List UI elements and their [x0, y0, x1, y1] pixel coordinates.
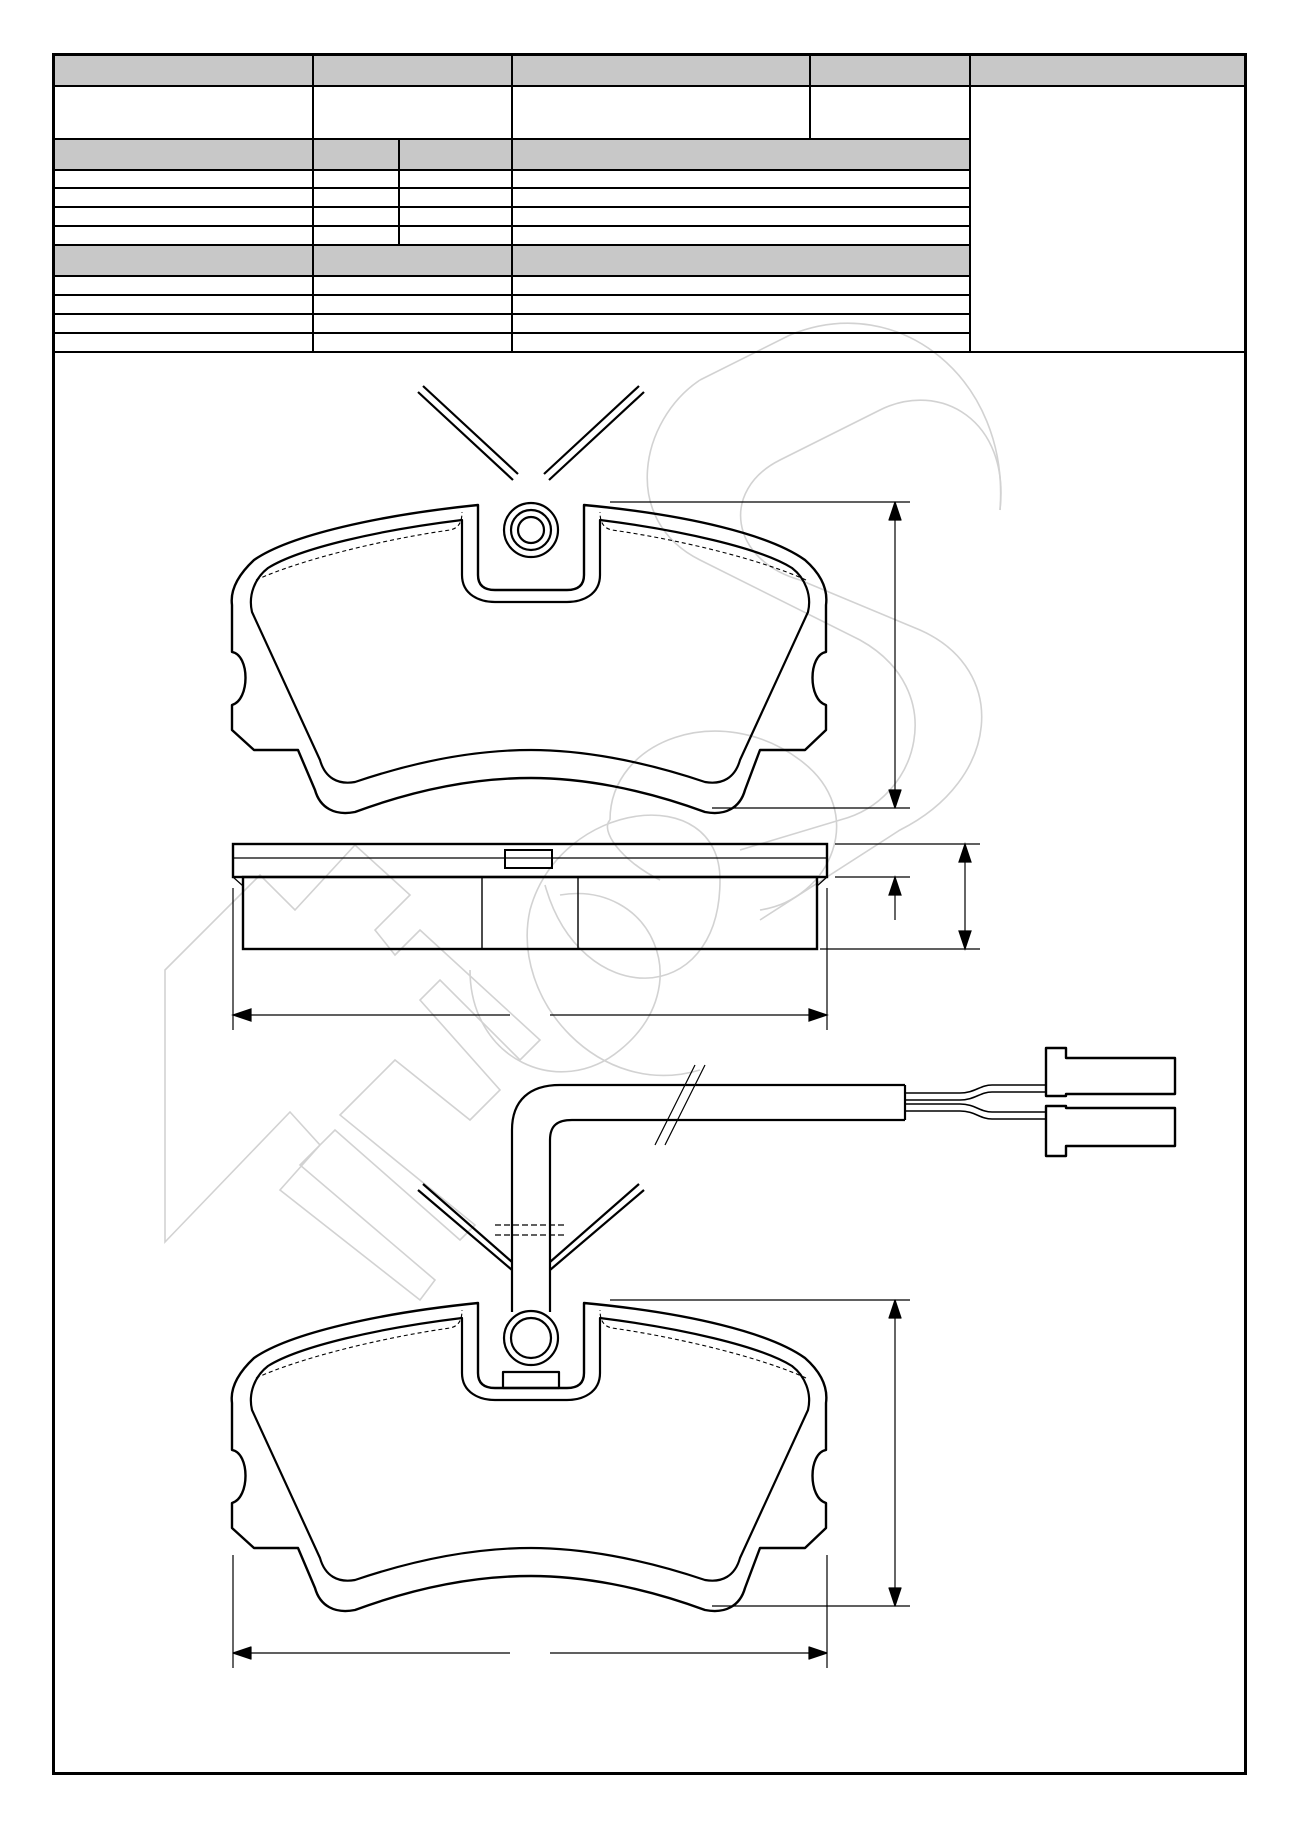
- front-view: [230, 385, 910, 815]
- sensor-connector: [1044, 1046, 1177, 1158]
- hidden-line-right-sensor: [599, 1309, 807, 1379]
- friction-lining-side: [241, 875, 819, 951]
- width-dimension-top: [231, 888, 829, 1030]
- sensor-wire: [495, 1064, 1046, 1312]
- watermark-logo: [164, 322, 1002, 1302]
- sensor-body: [501, 1370, 561, 1390]
- friction-lining-outline-sensor: [249, 1316, 811, 1582]
- header-band-top: [54, 55, 1245, 86]
- clip-stub: [504, 849, 553, 869]
- height-dimension-sensor: [610, 1299, 910, 1607]
- height-dimension: [610, 501, 910, 809]
- backing-plate-outline: [230, 503, 828, 815]
- width-dimension-bottom: [232, 1555, 828, 1668]
- side-view: [231, 842, 980, 1030]
- sheet-border: [52, 53, 1247, 1775]
- hidden-line-left-sensor: [255, 1309, 463, 1379]
- friction-lining-outline: [249, 518, 811, 784]
- title-block: [54, 55, 1245, 353]
- backing-plate-outline-sensor: [230, 1301, 828, 1613]
- hidden-line-left: [255, 511, 463, 581]
- front-view-with-wear-sensor: [230, 1046, 1177, 1668]
- spring-clip-sensor: [417, 1183, 645, 1367]
- thickness-dimension: [820, 842, 980, 951]
- hidden-line-right: [599, 511, 807, 581]
- spring-clip: [417, 385, 645, 559]
